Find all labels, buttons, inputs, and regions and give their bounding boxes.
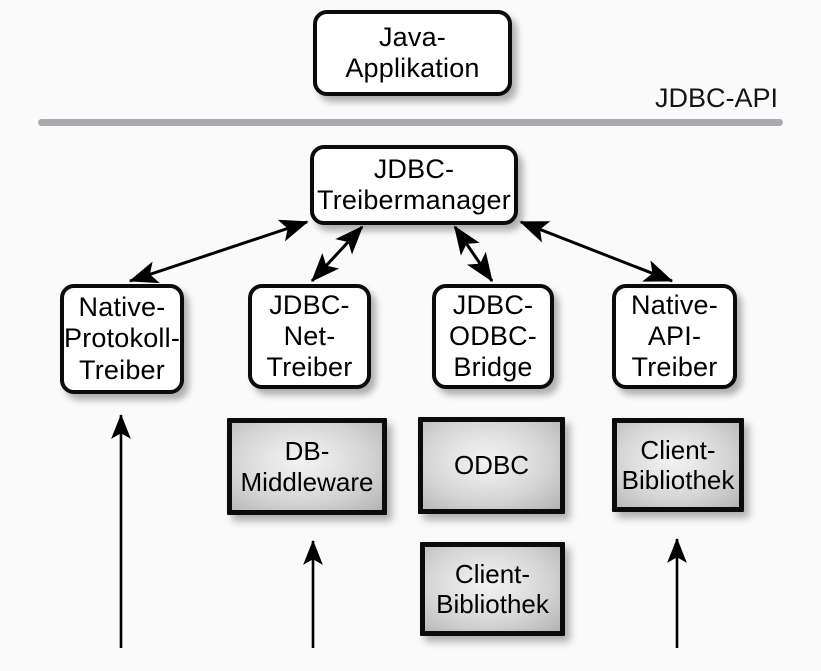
arrow-manager-native-protocol (128, 219, 309, 284)
node-native-api-driver: Native- API- Treiber (612, 284, 737, 389)
node-client-library-right: Client- Bibliothek (612, 418, 744, 512)
arrow-manager-native-api (519, 220, 674, 283)
node-jdbc-net-driver: JDBC- Net- Treiber (248, 284, 371, 389)
node-client-library-bottom: Client- Bibliothek (420, 542, 565, 636)
node-jdbc-driver-manager: JDBC- Treibermanager (310, 145, 518, 225)
arrow-manager-jdbc-odbc (453, 225, 494, 282)
node-java-application: Java- Applikation (313, 10, 512, 96)
node-odbc: ODBC (418, 417, 565, 514)
node-native-protocol-driver: Native- Protokoll- Treiber (60, 284, 184, 394)
node-db-middleware: DB- Middleware (227, 418, 387, 515)
node-jdbc-odbc-bridge: JDBC- ODBC- Bridge (432, 284, 554, 389)
jdbc-api-divider (38, 119, 783, 126)
jdbc-api-label: JDBC-API (655, 83, 779, 113)
arrow-manager-jdbc-net (310, 225, 364, 283)
